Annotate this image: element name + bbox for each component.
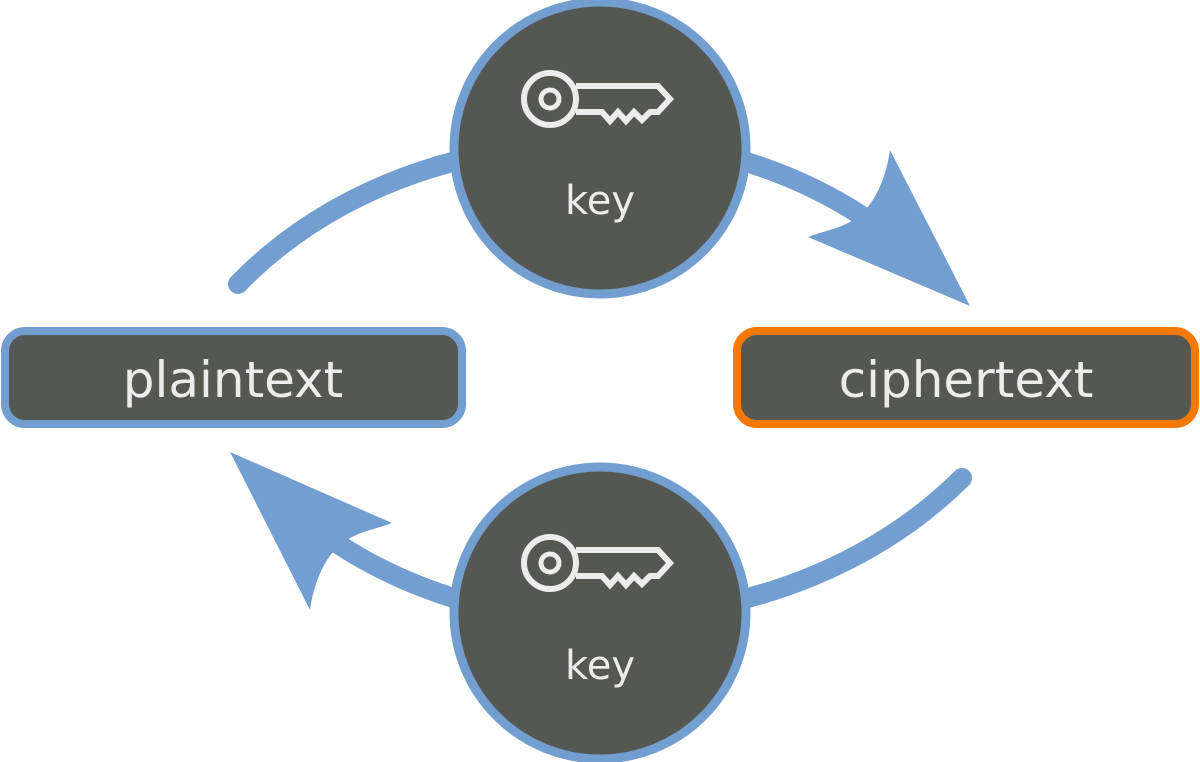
arrow-encrypt-shaft: [228, 150, 872, 294]
top-key-node: key: [449, 0, 751, 299]
top-key-label: key: [565, 178, 635, 224]
ciphertext-node: ciphertext: [733, 327, 1199, 428]
plaintext-label: plaintext: [123, 351, 344, 409]
arrow-decrypt-shaft: [328, 468, 972, 610]
bottom-key-label: key: [565, 643, 635, 689]
bottom-key-node: key: [449, 462, 751, 762]
arrow-decrypt-head: [230, 452, 392, 610]
ciphertext-label: ciphertext: [839, 351, 1094, 409]
plaintext-node: plaintext: [1, 327, 466, 428]
arrow-encrypt-head: [808, 150, 970, 306]
